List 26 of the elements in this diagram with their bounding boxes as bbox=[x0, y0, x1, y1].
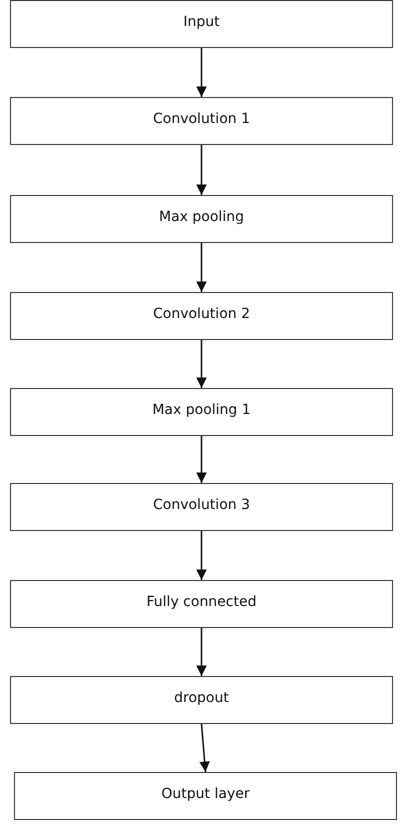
layer-label: Convolution 1 bbox=[152, 111, 250, 127]
layer-label: Input bbox=[183, 14, 220, 30]
layer-label: Convolution 3 bbox=[152, 497, 250, 513]
arrow bbox=[196, 436, 207, 483]
arrow bbox=[196, 531, 207, 580]
layer-label: dropout bbox=[174, 690, 229, 706]
arrow bbox=[196, 340, 207, 388]
layer-label: Output layer bbox=[161, 786, 250, 802]
layer-label: Max pooling 1 bbox=[152, 402, 251, 418]
arrow bbox=[196, 48, 207, 97]
layer-box bbox=[10, 195, 393, 243]
layer-label: Fully connected bbox=[146, 594, 256, 610]
arrow bbox=[196, 145, 207, 195]
layer-box bbox=[10, 0, 393, 48]
arrow bbox=[196, 243, 207, 292]
layer-box bbox=[10, 388, 393, 436]
layer-box bbox=[14, 772, 397, 820]
layer-label: Convolution 2 bbox=[152, 306, 250, 322]
layer-box bbox=[10, 97, 393, 145]
layer-box bbox=[10, 292, 393, 340]
arrow bbox=[196, 628, 207, 676]
layer-label: Max pooling bbox=[159, 209, 244, 225]
layer-box bbox=[10, 580, 393, 628]
layer-box bbox=[10, 676, 393, 724]
arrow bbox=[199, 724, 210, 772]
layer-box bbox=[10, 483, 393, 531]
